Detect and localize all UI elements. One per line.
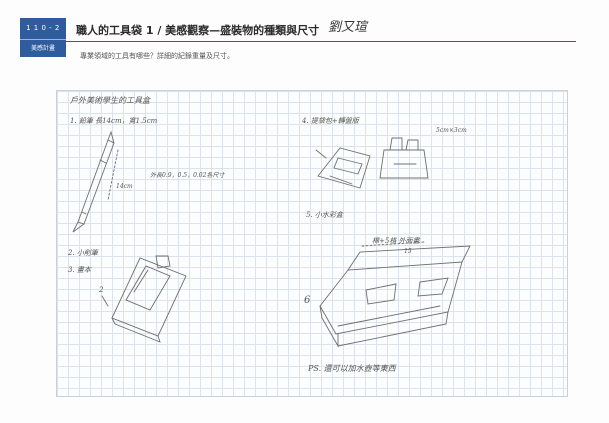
note-pencil-detail: 外長0.9，0.5，0.02各尺寸 (150, 172, 225, 179)
pencil-sketch (72, 130, 115, 233)
assignment-prompt: 專業領域的工具有哪些？詳細的紀錄重量及尺寸。 (80, 52, 234, 60)
title-divider (66, 41, 576, 42)
note-watercolor-detail: 棉+5格 外面畫 (372, 237, 420, 245)
bag-sketch (315, 147, 371, 189)
note-bag-size: 5cm×3cm (436, 127, 467, 134)
dimension-label-2: 2 (99, 286, 104, 294)
lesson-code: 1 1 0 - 2 (20, 18, 66, 39)
note-item-sharpener: 2. 小削筆 (68, 249, 98, 257)
dimension-label-6: 6 (304, 295, 311, 306)
note-item-bag: 4. 提袋包+轉盤版 (302, 117, 359, 125)
handwritten-signature: 劉又瑄 (328, 20, 368, 35)
page-title: 職人的工具袋 1 / 美感觀察—盛裝物的種類與尺寸 (76, 24, 320, 37)
organizer-sketch (379, 137, 429, 179)
notes-heading: 戶外美術學生的工具盒 (70, 96, 150, 105)
sketchbook-sketch (111, 257, 187, 343)
note-item-pencil: 1. 鉛筆 長14cm，寬1.5cm (70, 117, 158, 125)
postscript-note: PS. 還可以加水壺等東西 (308, 364, 396, 373)
lesson-badge: 1 1 0 - 2 美感計畫 (20, 18, 66, 60)
grid-drawing-area (56, 90, 568, 397)
note-item-watercolor: 5. 小水彩盒 (306, 211, 343, 219)
note-item-sketchbook: 3. 畫本 (68, 266, 91, 274)
program-label: 美感計畫 (20, 39, 66, 57)
note-pencil-length: 14cm (116, 183, 133, 190)
watercolor-box-sketch (319, 241, 471, 348)
dimension-label-15: 15 (404, 248, 412, 255)
